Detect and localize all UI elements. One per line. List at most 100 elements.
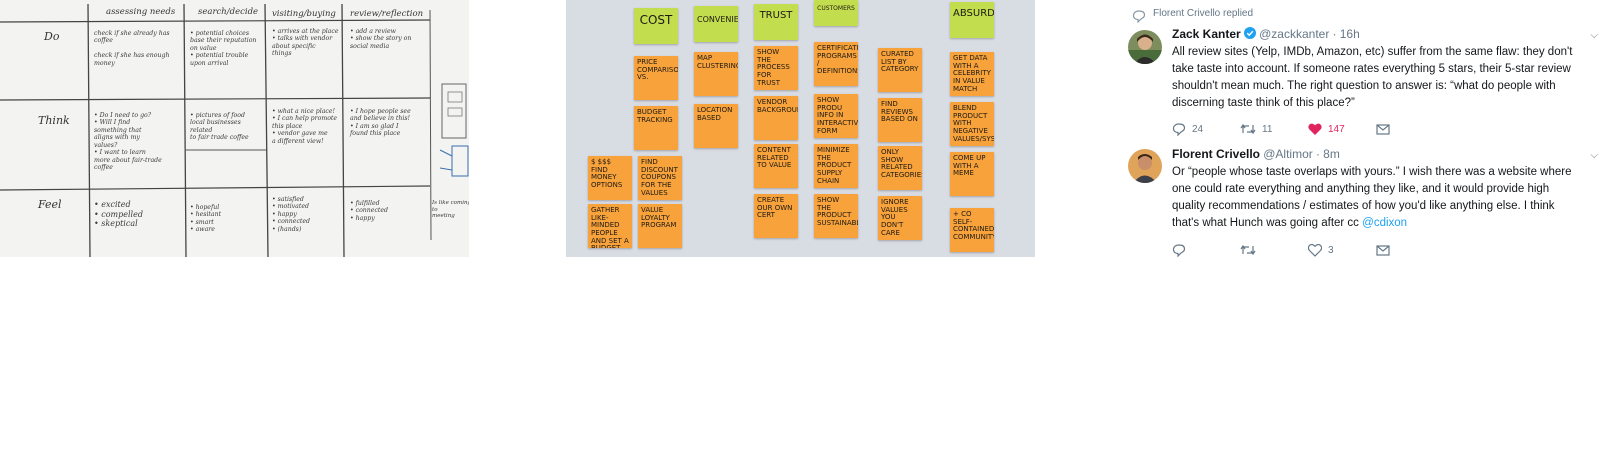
- author-name[interactable]: Florent Crivello: [1172, 147, 1261, 161]
- sticky-header-cost: COST: [634, 8, 678, 44]
- sticky-note: find discount coupons for the values: [638, 156, 682, 200]
- sticky-note: CERTIFICATION programs / definitions: [814, 42, 858, 86]
- column-header-visiting: visiting/buying: [272, 9, 336, 19]
- sticky-header-trust: TRUST: [754, 4, 798, 40]
- like-count: 147: [1328, 123, 1345, 135]
- avatar[interactable]: [1128, 149, 1162, 183]
- chevron-down-icon[interactable]: ⌵: [1590, 30, 1598, 41]
- tweet-text-segment: that's what Hunch was going after cc: [1172, 217, 1363, 229]
- tweet-text-line: quality recommendations / estimates of h…: [1172, 200, 1555, 212]
- sticky-note: BUDGET TRACKING: [634, 106, 678, 150]
- retweet-icon: [1240, 123, 1256, 135]
- cell-do-visiting: • arrives at the place • talks with vend…: [272, 28, 339, 58]
- cell-do-search: • potential choices base their reputatio…: [190, 30, 257, 67]
- sticky-note: Ignore values you don't care: [878, 196, 922, 240]
- tweet-text-line: take taste into account. If someone rate…: [1172, 63, 1571, 75]
- reply-count: 24: [1192, 123, 1204, 135]
- tweet-actions: 24 11 147: [1172, 122, 1444, 136]
- sticky-header-customers: CUSTOMERS: [814, 0, 858, 26]
- reply-context: Florent Crivello replied: [1153, 8, 1254, 19]
- sticky-note: VENDOR BACKGROUNDS: [754, 96, 798, 140]
- whiteboard-grid: [0, 3, 469, 257]
- tweet-actions: 3: [1172, 243, 1444, 257]
- direct-message-button[interactable]: [1376, 244, 1444, 256]
- column-header-review: review/reflection: [350, 9, 424, 19]
- tweet-header: Florent Crivello @Altimor · 8m: [1172, 147, 1340, 161]
- row-label-do: Do: [44, 30, 60, 43]
- whiteboard-photo: assessing needs search/decide visiting/b…: [0, 0, 469, 257]
- sticky-note: CONTENT RELATED TO VALUE: [754, 144, 798, 188]
- column-header-search: search/decide: [198, 7, 259, 17]
- tweet-text-line: one could rate everything and anything t…: [1172, 183, 1550, 195]
- sticky-note: PRICE COMPARISON vs.: [634, 56, 678, 100]
- sticky-note: Show produ info in interactive form: [814, 94, 858, 138]
- column-header-assessing: assessing needs: [106, 7, 176, 17]
- cell-think-visiting: • what a nice place! • I can help promot…: [272, 108, 338, 145]
- sticky-note: Only show related categories: [878, 146, 922, 190]
- author-handle[interactable]: @Altimor: [1263, 147, 1313, 161]
- tweet-header: Zack Kanter @zackkanter · 16h: [1172, 27, 1360, 41]
- sticky-note: curated list by category: [878, 48, 922, 92]
- like-count: 3: [1328, 244, 1334, 256]
- tweet-text-line: Or “people whose taste overlaps with you…: [1172, 166, 1572, 178]
- tweet-text: All review sites (Yelp, IMDb, Amazon, et…: [1172, 44, 1582, 112]
- cell-do-review: • add a review • show the story on socia…: [350, 28, 412, 50]
- mention-link[interactable]: @cdixon: [1362, 217, 1408, 229]
- cell-think-assessing: • Do I need to go? • Will I find somethi…: [94, 112, 162, 172]
- sticky-note: Create our own cert: [754, 194, 798, 238]
- tweet-text: Or “people whose taste overlaps with you…: [1172, 164, 1582, 232]
- reply-icon: [1172, 123, 1186, 136]
- sticky-note-wall-photo: COST CONVENIENT TRUST CUSTOMERS ABSURD P…: [566, 0, 1035, 257]
- like-button[interactable]: 147: [1308, 123, 1376, 136]
- heart-filled-icon: [1308, 123, 1322, 135]
- sticky-note: Gather like-minded people and set a budg…: [588, 204, 632, 248]
- author-name[interactable]: Zack Kanter: [1172, 27, 1241, 41]
- cell-feel-assessing: • excited • compelled • skeptical: [94, 200, 143, 229]
- sticky-note: Come up with a meme: [950, 152, 994, 196]
- tweet-text-line: discerning taste think of this place?”: [1172, 97, 1355, 109]
- sticky-note: BLEND PRODUCT with negative values/syste…: [950, 102, 994, 146]
- cell-think-review: • I hope people see and believe in this!…: [350, 108, 411, 138]
- retweet-count: 11: [1262, 123, 1273, 135]
- row-label-feel: Feel: [38, 198, 62, 211]
- cell-feel-search: • hopeful • hesitant • smart • aware: [190, 204, 222, 234]
- reply-button[interactable]: 24: [1172, 122, 1240, 136]
- retweet-button[interactable]: [1240, 244, 1308, 256]
- tweet-text-line: All review sites (Yelp, IMDb, Amazon, et…: [1172, 46, 1573, 58]
- direct-message-button[interactable]: [1376, 123, 1444, 135]
- tweet-timestamp[interactable]: 8m: [1323, 147, 1340, 161]
- reply-context-icon: [1132, 10, 1146, 23]
- heart-icon: [1308, 243, 1322, 257]
- sticky-note: Get data with a celebrity in value match: [950, 52, 994, 96]
- cell-feel-review: • fulfilled • connected • happy: [350, 200, 389, 222]
- verified-badge-icon: [1243, 27, 1256, 39]
- envelope-icon: [1376, 123, 1390, 135]
- tweet-timestamp[interactable]: 16h: [1339, 27, 1360, 41]
- like-button[interactable]: 3: [1308, 243, 1376, 257]
- sticky-note: Show the process for trust: [754, 46, 798, 90]
- sticky-note: + Co self-contained community: [950, 208, 994, 252]
- sticky-header-absurd: ABSURD: [950, 2, 994, 38]
- sticky-note: LOCATION BASED: [694, 104, 738, 148]
- sticky-note: $ $$$ Find money options: [588, 156, 632, 200]
- tweet-text-line: shouldn't mean much. The right question …: [1172, 80, 1556, 92]
- tweet-thread: Florent Crivello replied Zack Kanter @za…: [1120, 0, 1600, 257]
- sticky-note: minimize the product supply chain: [814, 144, 858, 188]
- cell-feel-visiting: • satisfied • motivated • happy • connec…: [272, 196, 311, 233]
- sticky-note: show the product sustainably: [814, 194, 858, 238]
- sticky-note: MAP CLUSTERING: [694, 52, 738, 96]
- cell-do-assessing: check if she already has coffee check if…: [94, 30, 170, 67]
- sticky-header-convenient: CONVENIENT: [694, 6, 738, 42]
- envelope-icon: [1376, 244, 1390, 256]
- reply-button[interactable]: [1172, 243, 1240, 257]
- sticky-note: Value Loyalty Program: [638, 204, 682, 248]
- retweet-button[interactable]: 11: [1240, 123, 1308, 135]
- row-label-think: Think: [38, 114, 70, 127]
- author-handle[interactable]: @zackkanter: [1259, 27, 1330, 41]
- margin-note: Is like coming to meeting: [432, 200, 469, 220]
- avatar[interactable]: [1128, 30, 1162, 64]
- chevron-down-icon[interactable]: ⌵: [1590, 150, 1598, 161]
- reply-icon: [1172, 244, 1186, 257]
- retweet-icon: [1240, 244, 1256, 256]
